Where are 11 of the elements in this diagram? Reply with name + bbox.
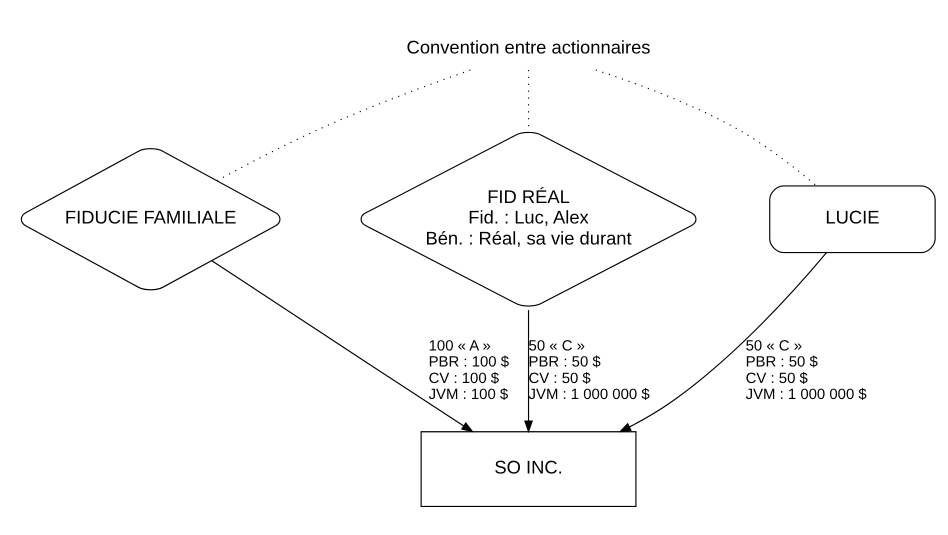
arrow — [211, 260, 474, 433]
node-text: Convention entre actionnaires — [406, 36, 650, 58]
arrow — [524, 310, 532, 434]
connector — [595, 70, 816, 186]
edge-label: 100 « A » PBR : 100 $ CV : 100 $ JVM : 100 $ — [428, 338, 509, 403]
node-box: SO INC. — [420, 431, 636, 507]
arrow — [618, 252, 826, 432]
edge-label: 50 « C » PBR : 50 $ CV : 50 $ JVM : 1 000 000 $ — [528, 338, 650, 403]
node-box: LUCIE — [768, 185, 936, 254]
edge-label: 50 « C » PBR : 50 $ CV : 50 $ JVM : 1 000 000 $ — [745, 338, 866, 403]
connector — [216, 70, 470, 182]
